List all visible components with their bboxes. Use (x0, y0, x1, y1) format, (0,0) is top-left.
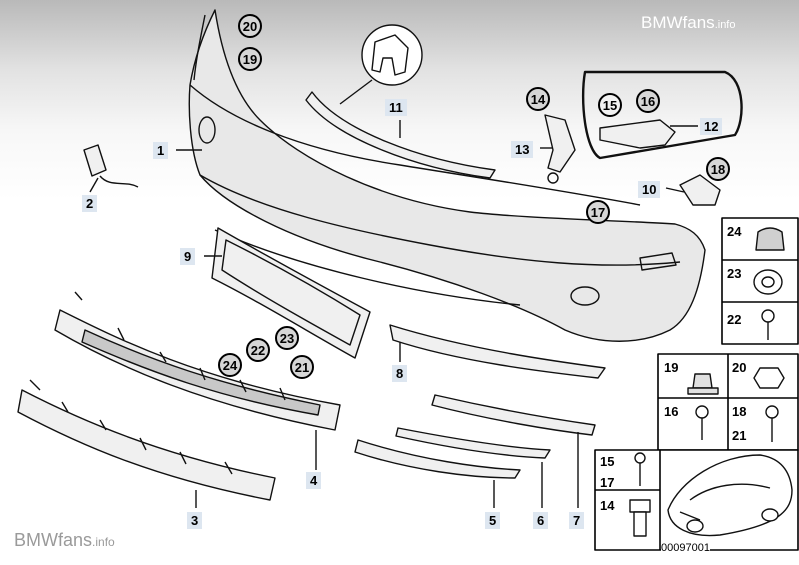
callout-6[interactable]: 6 (533, 512, 549, 529)
circled-callout-17[interactable]: 17 (586, 200, 610, 224)
callout-3[interactable]: 3 (187, 512, 203, 529)
tow-hook-cover (83, 144, 107, 177)
diagram-number: 00097001 (661, 542, 710, 554)
watermark-brand: BMWfans (641, 13, 715, 32)
grid-label-18: 18 (732, 404, 747, 419)
circled-callout-15[interactable]: 15 (598, 93, 622, 117)
callout-13[interactable]: 13 (511, 141, 534, 158)
callout-2[interactable]: 2 (82, 195, 98, 212)
circled-callout-24[interactable]: 24 (218, 353, 242, 377)
highlight-box (581, 70, 743, 160)
grid-label-16: 16 (664, 404, 679, 419)
grid-label-14: 14 (600, 498, 615, 513)
lower-strip-5 (354, 439, 521, 479)
watermark-suffix: .info (92, 535, 115, 549)
circled-callout-20[interactable]: 20 (238, 14, 262, 38)
callout-9[interactable]: 9 (180, 248, 196, 265)
watermark-suffix: .info (714, 19, 736, 31)
callout-5[interactable]: 5 (485, 512, 501, 529)
grid-label-21: 21 (732, 428, 747, 443)
plate-holder (211, 227, 371, 359)
watermark-brand: BMWfans (14, 530, 93, 550)
circled-callout-23[interactable]: 23 (275, 326, 299, 350)
callout-7[interactable]: 7 (569, 512, 585, 529)
bracket-13 (544, 114, 576, 173)
callout-8[interactable]: 8 (392, 365, 408, 382)
circled-callout-16[interactable]: 16 (636, 89, 660, 113)
watermark-top: BMWfans.info (641, 13, 735, 33)
lower-strip-6 (395, 427, 551, 459)
circled-callout-22[interactable]: 22 (246, 338, 270, 362)
top-strip (305, 91, 496, 179)
callout-11[interactable]: 11 (385, 99, 407, 116)
lower-grille (17, 389, 276, 501)
grid-label-24: 24 (727, 224, 742, 239)
grid-label-17: 17 (600, 475, 615, 490)
side-strip (389, 324, 606, 379)
circled-callout-14[interactable]: 14 (526, 87, 550, 111)
circled-callout-18[interactable]: 18 (706, 157, 730, 181)
grid-label-15: 15 (600, 454, 615, 469)
callout-4[interactable]: 4 (306, 472, 322, 489)
circled-callout-19[interactable]: 19 (238, 47, 262, 71)
grid-label-20: 20 (732, 360, 747, 375)
lower-strip-7 (431, 394, 596, 436)
callout-10[interactable]: 10 (638, 181, 661, 198)
bracket-10 (679, 174, 721, 206)
callout-1[interactable]: 1 (153, 142, 169, 159)
watermark-bottom: BMWfans.info (14, 530, 115, 551)
car-locator-icon (667, 454, 793, 537)
grid-label-23: 23 (727, 266, 742, 281)
callout-12[interactable]: 12 (700, 118, 723, 135)
grid-label-22: 22 (727, 312, 742, 327)
circled-callout-21[interactable]: 21 (290, 355, 314, 379)
fog-light-hole (198, 116, 216, 144)
grid-label-19: 19 (664, 360, 679, 375)
